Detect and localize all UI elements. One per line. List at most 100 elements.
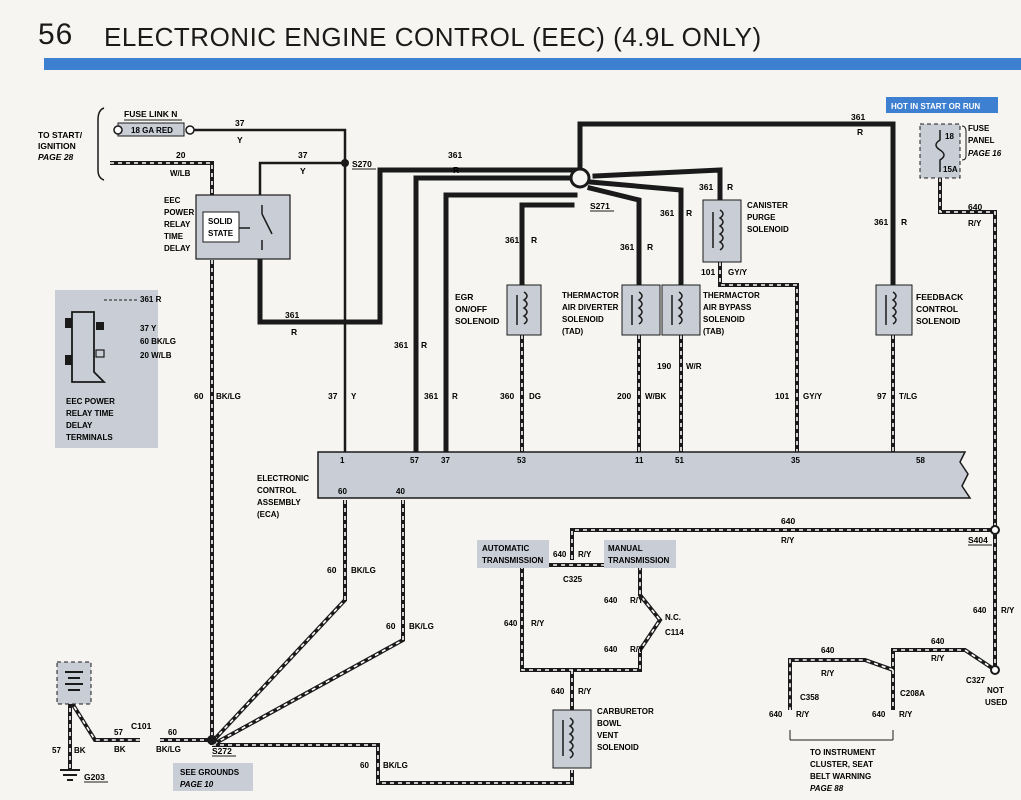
wire-361-fb: 361 <box>874 217 888 227</box>
feedback-label-3: SOLENOID <box>916 316 960 326</box>
manual-trans-1: MANUAL <box>608 544 643 553</box>
ground-g203: G203 <box>84 772 105 782</box>
fuse-link-wire: 18 GA RED <box>131 126 173 135</box>
to-cluster-4: PAGE 88 <box>810 784 844 793</box>
wire-bk-57b: BK <box>114 745 126 754</box>
wire-640-c325: 640 <box>553 550 567 559</box>
relay-label-3: RELAY <box>164 220 191 229</box>
eca-pin-58: 58 <box>916 456 925 465</box>
carb-label-1: CARBURETOR <box>597 707 654 716</box>
solenoid-feedback <box>875 284 913 336</box>
eca-wire-color-200: W/BK <box>645 392 667 401</box>
wire-ry-r2: R/Y <box>630 645 644 654</box>
auto-trans-2: TRANSMISSION <box>482 556 544 565</box>
auto-trans-box <box>477 540 549 568</box>
wire-361-top: 361 <box>448 150 462 160</box>
term-pin-1: 361 R <box>140 295 162 304</box>
wire-361-tad: 361 <box>620 242 634 252</box>
term-caption-3: DELAY <box>66 421 93 430</box>
wire-ry-r4: R/Y <box>821 669 835 678</box>
carb-label-2: BOWL <box>597 719 622 728</box>
connector-c208a: C208A <box>900 689 925 698</box>
wire-gyy: GY/Y <box>728 268 748 277</box>
term-pin-3: 60 BK/LG <box>140 337 176 346</box>
connector-c358: C358 <box>800 693 820 702</box>
fuse-15a: 15A <box>943 165 958 174</box>
wire-60-c101: 60 <box>168 728 177 737</box>
wire-bklg-2: BK/LG <box>409 622 434 631</box>
tad-label-1: THERMACTOR <box>562 291 619 300</box>
canister-label-1: CANISTER <box>747 201 788 210</box>
manual-trans-box <box>604 540 676 568</box>
splice-dots <box>207 159 1000 745</box>
fuse-panel-label-2: PANEL <box>968 136 995 145</box>
carb-label-3: VENT <box>597 731 618 740</box>
wire-640-r3: 640 <box>931 637 945 646</box>
not-used-2: USED <box>985 698 1007 707</box>
wire-37b-label: 37 <box>298 150 308 160</box>
wire-640-fuse: 640 <box>968 202 982 212</box>
wire-r-tab: R <box>686 208 692 218</box>
eca-wire-num-361: 361 <box>424 391 438 401</box>
wires-thin <box>194 128 347 452</box>
egr-label-3: SOLENOID <box>455 316 499 326</box>
wire-640-r1: 640 <box>604 596 618 605</box>
relay-state-1: SOLID <box>208 217 233 226</box>
wire-60-bot: 60 <box>360 761 369 770</box>
wire-361-right: 361 <box>851 112 865 122</box>
wire-640-l: 640 <box>504 619 518 628</box>
wire-60-bk1: 60 <box>327 565 337 575</box>
eca-wire-color-101: GY/Y <box>803 392 823 401</box>
wire-ry-l: R/Y <box>531 619 545 628</box>
eca-wire-num-37: 37 <box>328 391 338 401</box>
wire-bklg-c101: BK/LG <box>156 745 181 754</box>
term-caption-4: TERMINALS <box>66 433 113 442</box>
wire-640-r2: 640 <box>604 645 618 654</box>
eca-pin-1: 1 <box>340 456 345 465</box>
eca-wire-color-360: DG <box>529 392 541 401</box>
eca-label-1: ELECTRONIC <box>257 474 309 483</box>
to-cluster-2: CLUSTER, SEAT <box>810 760 873 769</box>
wire-ry-c208: R/Y <box>899 710 913 719</box>
fuse-panel-label-1: FUSE <box>968 124 990 133</box>
wire-361-egr: 361 <box>505 235 519 245</box>
solenoid-tab <box>661 284 701 336</box>
eca-wire-color-60: BK/LG <box>216 392 241 401</box>
wire-ry-right: R/Y <box>1001 606 1015 615</box>
eca-wire-num-60: 60 <box>194 391 204 401</box>
eca-wire-color-37: Y <box>351 392 357 401</box>
wire-57: 57 <box>52 746 61 755</box>
to-start-page: PAGE 28 <box>38 152 74 162</box>
wire-wr: W/R <box>686 362 702 371</box>
to-start-label-2: IGNITION <box>38 141 76 151</box>
term-pin-2: 37 Y <box>140 324 157 333</box>
eca-pin-57: 57 <box>410 456 419 465</box>
eca-wire-color-97: T/LG <box>899 392 917 401</box>
to-cluster-1: TO INSTRUMENT <box>810 748 876 757</box>
splice-s271: S271 <box>590 201 610 211</box>
wire-yb-label: Y <box>300 166 306 176</box>
tad-label-4: (TAD) <box>562 327 584 336</box>
wire-bklg-1: BK/LG <box>351 566 376 575</box>
fuse-link-label: FUSE LINK N <box>124 109 177 119</box>
hot-badge <box>886 97 998 113</box>
eca-label-3: ASSEMBLY <box>257 498 301 507</box>
eca-pin-37: 37 <box>441 456 450 465</box>
eca-wire-color-361: R <box>452 392 458 401</box>
relay-label-2: POWER <box>164 208 194 217</box>
eca-module <box>317 451 972 499</box>
wire-wlb-label: W/LB <box>170 169 191 178</box>
eca-pin-53: 53 <box>517 456 526 465</box>
wire-60-bk2: 60 <box>386 621 396 631</box>
auto-trans-1: AUTOMATIC <box>482 544 529 553</box>
wire-r-fb: R <box>901 217 907 227</box>
connector-c114: C114 <box>665 628 684 637</box>
wire-640-c358: 640 <box>769 710 783 719</box>
solenoid-tad <box>621 284 661 336</box>
eca-pin-60: 60 <box>338 487 347 496</box>
term-pin-4: 20 W/LB <box>140 351 172 360</box>
ground-symbol <box>60 769 80 781</box>
tab-label-2: AIR BYPASS <box>703 303 752 312</box>
connector-c101: C101 <box>131 721 152 731</box>
eca-pin-51: 51 <box>675 456 684 465</box>
